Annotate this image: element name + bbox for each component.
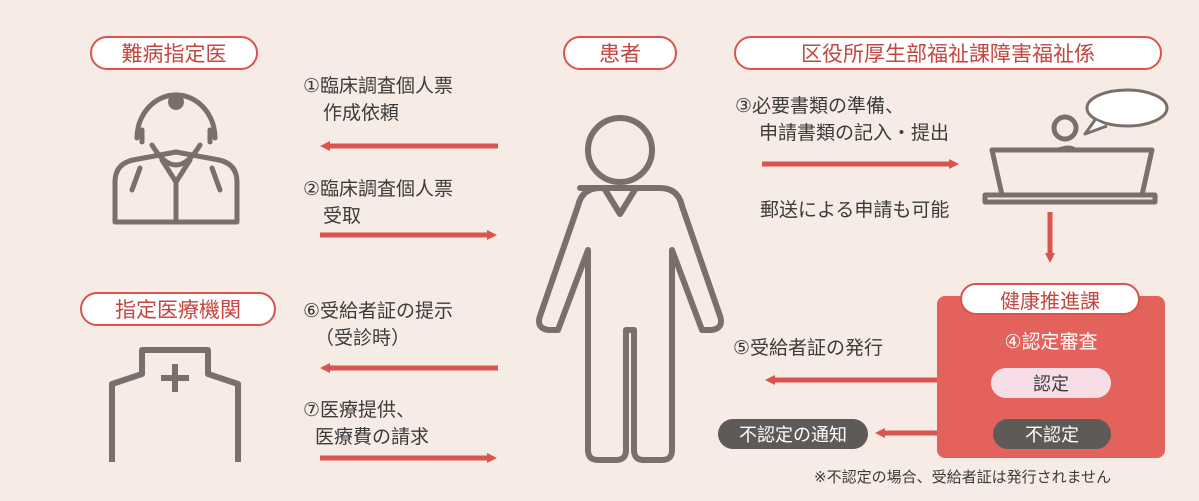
step2-line2: 受取 <box>323 205 362 227</box>
step3-line1: ③必要書類の準備、 <box>735 95 905 117</box>
step7-text: ⑦医療提供、 医療費の請求 <box>303 397 429 451</box>
rejection-notice-badge: 不認定の通知 <box>718 419 868 449</box>
hospital-icon <box>109 347 241 462</box>
office-counter-icon <box>982 114 1158 205</box>
footnote: ※不認定の場合、受給者証は発行されません <box>814 468 1112 486</box>
step6-line1: ⑥受給者証の提示 <box>303 300 454 322</box>
step6-text: ⑥受給者証の提示 （受診時） <box>303 298 453 352</box>
designated-institution-label: 指定医療機関 <box>80 292 276 326</box>
step2-line1: ②臨床調査個人票 <box>303 178 454 200</box>
patient-label: 患者 <box>563 36 677 70</box>
step3-line2: 申請書類の記入・提出 <box>759 122 950 144</box>
step2-text: ②臨床調査個人票 受取 <box>303 176 453 230</box>
patient-figure-icon <box>536 115 724 463</box>
step1-text: ①臨床調査個人票 作成依頼 <box>303 73 453 127</box>
step4-review-text: ④認定審査 <box>1004 331 1098 353</box>
step7-line1: ⑦医療提供、 <box>303 399 416 421</box>
health-promotion-label: 健康推進課 <box>960 283 1140 315</box>
doctor-icon <box>112 92 240 225</box>
step3-text: ③必要書類の準備、 申請書類の記入・提出 <box>735 93 949 147</box>
mail-application-text: 郵送による申請も可能 <box>760 199 950 221</box>
step6-line2: （受診時） <box>315 327 411 349</box>
speech-bubble-icon <box>1083 88 1169 136</box>
designated-doctor-label: 難病指定医 <box>90 36 258 70</box>
step7-line2: 医療費の請求 <box>315 426 430 448</box>
step1-line1: ①臨床調査個人票 <box>303 75 454 97</box>
ward-office-label: 区役所厚生部福祉課障害福祉係 <box>734 36 1162 70</box>
step5-text: ⑤受給者証の発行 <box>733 337 884 359</box>
approved-badge: 認定 <box>991 368 1111 398</box>
step1-line2: 作成依頼 <box>323 102 400 124</box>
rejected-badge: 不認定 <box>993 419 1111 449</box>
